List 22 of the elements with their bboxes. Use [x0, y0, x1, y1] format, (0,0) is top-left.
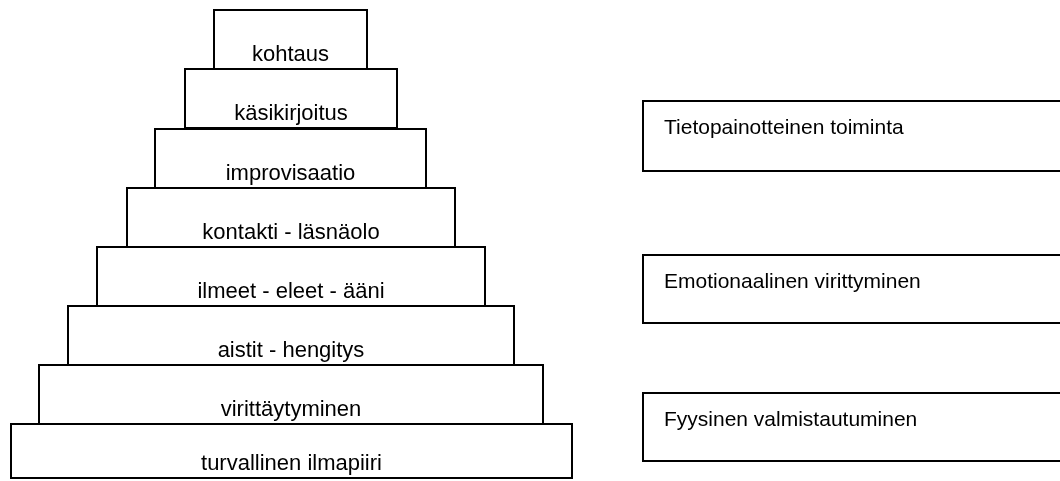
pyramid-step [10, 423, 573, 479]
pyramid-step [154, 128, 427, 189]
open-box [642, 254, 1060, 324]
step-label: kontakti - läsnäolo [202, 219, 380, 246]
step-label: virittäytyminen [220, 396, 362, 423]
step-label: käsikirjoitus [234, 100, 348, 127]
box-label: Tietopainotteinen toiminta [664, 114, 904, 140]
step-label: ilmeet - eleet - ääni [197, 278, 385, 305]
open-box [642, 392, 1060, 462]
step-label: improvisaatio [225, 160, 356, 187]
pyramid-step [38, 364, 544, 425]
box-label: Fyysinen valmistautuminen [664, 406, 918, 432]
pyramid-step [184, 68, 398, 129]
pyramid-step [67, 305, 515, 366]
step-label: aistit - hengitys [217, 337, 365, 364]
pyramid-step [126, 187, 456, 248]
open-box [642, 100, 1060, 172]
step-label: kohtaus [251, 41, 330, 68]
step-label: turvallinen ilmapiiri [201, 450, 382, 477]
pyramid-step [96, 246, 486, 307]
pyramid-step [213, 9, 368, 70]
box-label: Emotionaalinen virittyminen [664, 268, 921, 294]
